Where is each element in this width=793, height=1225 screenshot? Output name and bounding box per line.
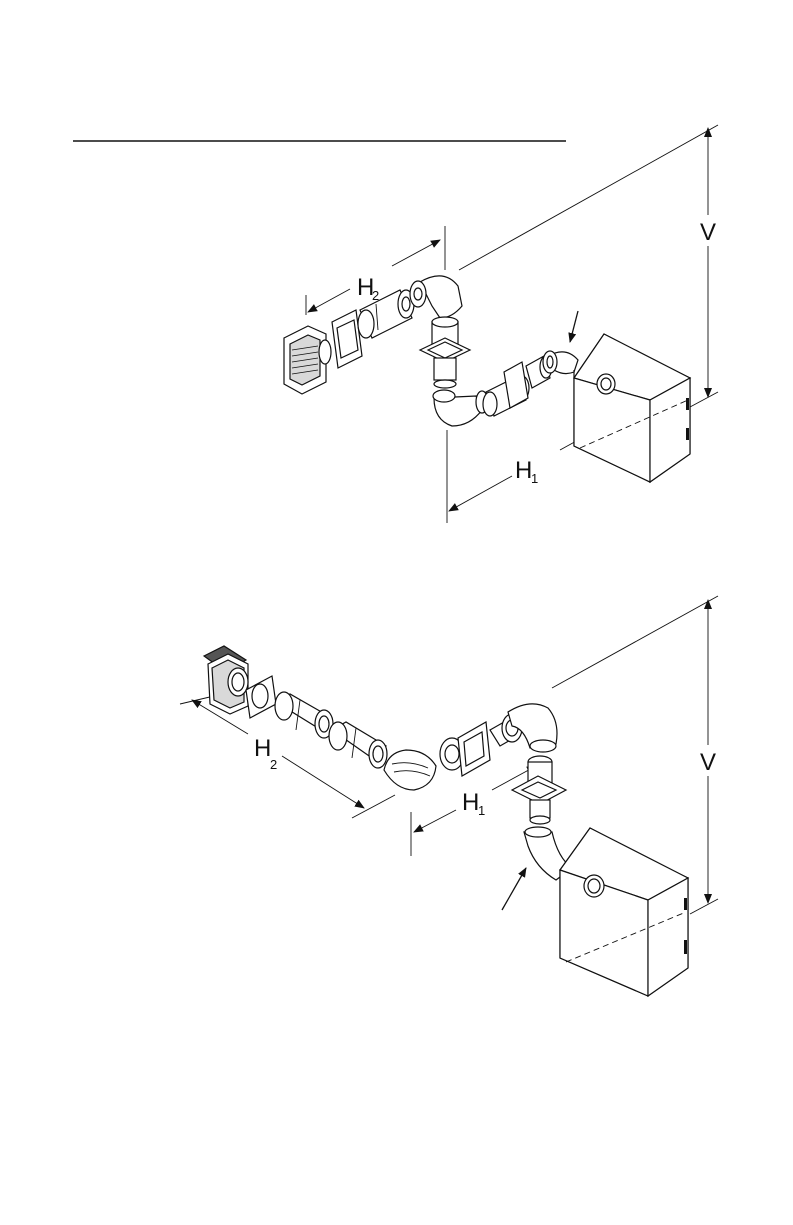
vertical-pipe-bottom (512, 756, 566, 824)
v-label-top: V (700, 219, 716, 246)
elbow-top-upper (410, 276, 462, 318)
figure-top: V H 2 H 1 (73, 125, 718, 523)
h2-label-main-bottom: H (254, 735, 271, 762)
wall-plate-top-left (332, 310, 362, 368)
figure-bottom: V H 2 H 1 (180, 596, 718, 996)
h1-label-main-bottom: H (462, 789, 479, 816)
vent-pipe-bottom-2 (329, 722, 387, 768)
elbow-bottom-lower (384, 750, 436, 790)
h1-label-sub-bottom: 1 (478, 803, 485, 818)
wall-terminal-top (284, 326, 331, 394)
vent-pipe-top-h1 (483, 356, 552, 416)
wall-plate-bottom-left (246, 676, 276, 718)
v-label-bottom: V (700, 749, 716, 776)
h2-label-sub-bottom: 2 (270, 757, 277, 772)
appliance-bottom (560, 828, 688, 996)
wall-terminal-bottom (204, 646, 248, 714)
h1-label-main-top: H (515, 457, 532, 484)
h1-label-sub-top: 1 (531, 471, 538, 486)
wall-thimble-bottom (440, 722, 490, 776)
elbow-top-lower (433, 390, 488, 426)
appliance-top (574, 334, 690, 482)
vertical-pipe-top (420, 317, 470, 388)
appliance-adapter-top (543, 311, 578, 374)
vent-pipe-bottom-1 (275, 692, 333, 738)
